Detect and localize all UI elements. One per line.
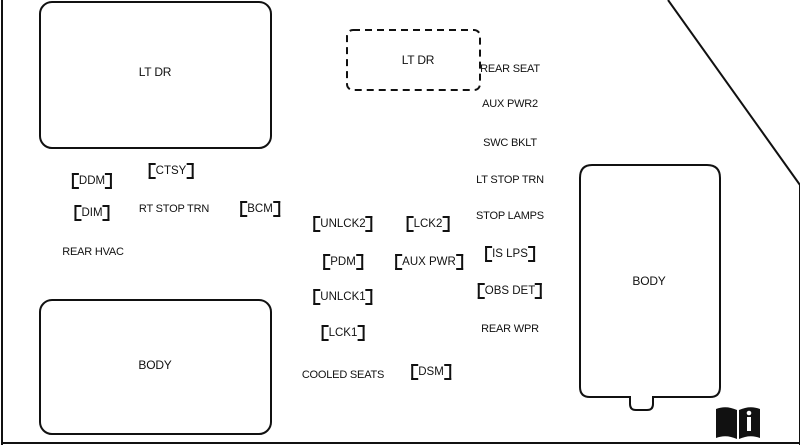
fuse-bcm: BCM [240,201,280,217]
owner-manual-icon [716,407,760,439]
lt-dr-box-label: LT DR [138,65,172,79]
fuse-is-lps: IS LPS [485,246,535,262]
fuse-swc-bklt: SWC BKLT [483,137,537,149]
fuse-aux-pwr2: AUX PWR2 [482,98,538,110]
fuse-stop-lamps: STOP LAMPS [476,210,544,222]
body-box-left [39,299,272,435]
fuse-rear-wpr: REAR WPR [481,323,539,335]
fuse-dsm: DSM [411,364,451,380]
lt-dr-box [39,1,272,149]
fuse-rear-hvac: REAR HVAC [62,246,124,258]
fuse-lt-stop-trn: LT STOP TRN [476,174,544,186]
body-left-label: BODY [138,358,172,372]
fuse-aux-pwr: AUX PWR [395,254,463,270]
fuse-ddm: DDM [71,173,113,189]
fuse-rear-seat: REAR SEAT [480,63,540,75]
body-right-label: BODY [632,274,666,288]
fuse-lck1: LCK1 [321,325,365,341]
lt-dr-dashed-label: LT DR [401,53,435,67]
lt-dr-dashed-box [346,29,481,91]
fuse-obs-det: OBS DET [477,283,543,299]
fuse-dim: DIM [74,205,110,221]
body-box-right [579,164,721,411]
fuse-unlck2: UNLCK2 [313,216,374,232]
fuse-unlck1: UNLCK1 [313,289,374,305]
fuse-cooled-seats: COOLED SEATS [301,369,385,381]
fuse-lck2: LCK2 [406,216,450,232]
fuse-ctsy: CTSY [148,163,194,179]
fuse-pdm: PDM [323,254,363,270]
fuse-rt-stop-trn: RT STOP TRN [138,203,210,215]
